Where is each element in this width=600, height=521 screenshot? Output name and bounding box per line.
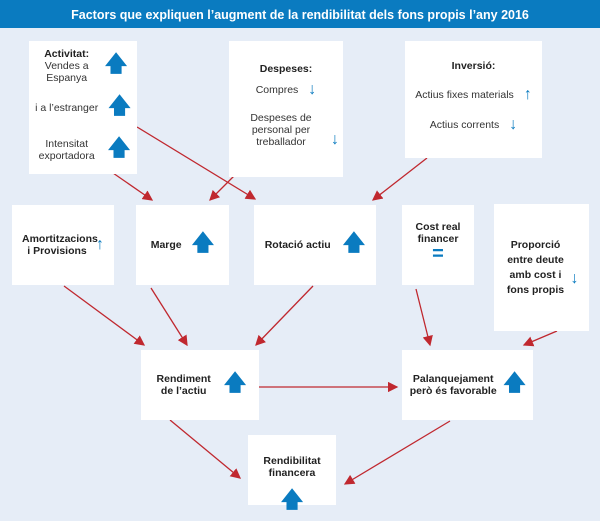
equals-icon: = (432, 243, 444, 265)
diagram-title: Factors que expliquen l’augment de la re… (0, 0, 600, 28)
despeses-heading: Despeses: (259, 63, 313, 75)
box-rendiment: Rendiment de l’actiu 🡅 (141, 350, 259, 420)
arrow-down-icon: ↓ (509, 115, 518, 133)
arrow-up-icon: 🡅 (104, 50, 128, 76)
arrow-down-icon: ↓ (331, 131, 339, 148)
arrow-up-icon: ↑ (96, 236, 104, 253)
box-proporcio: Proporció entre deute amb cost i fons pr… (494, 204, 589, 331)
proporcio-label: Proporció entre deute amb cost i fons pr… (506, 238, 565, 296)
connector-activitat-marge (112, 172, 154, 201)
connector-marge-rendiment (150, 287, 188, 347)
amortitzacions-label: Amortitzacions i Provisions (22, 233, 98, 257)
arrow-up-icon: 🡅 (108, 92, 131, 118)
arrow-up-icon: 🡅 (342, 230, 366, 255)
rotacio-label: Rotació actiu (264, 239, 331, 251)
arrow-up-icon: 🡅 (503, 370, 526, 395)
connector-cost-palanquejament (415, 288, 433, 347)
inversio-item-label: Actius corrents (429, 118, 500, 131)
box-rotacio: Rotació actiu 🡅 (254, 205, 376, 285)
connector-amortitzacions-rendiment (63, 285, 146, 346)
activitat-item-label: i a l’estranger (35, 101, 99, 114)
arrow-down-icon: ↓ (308, 81, 317, 98)
box-marge: Marge 🡅 (136, 205, 229, 285)
inversio-heading: Inversió: (451, 59, 496, 72)
arrow-down-icon: ↓ (570, 269, 579, 287)
cost-real-label: Cost real financer (415, 221, 461, 245)
connectors (63, 126, 558, 485)
connector-rendiment-rendibilitat (169, 419, 242, 479)
connector-rotacio-rendiment (255, 285, 314, 346)
despeses-item-label: Despeses de personal per treballador (250, 112, 312, 148)
connector-activitat-rotacio (136, 126, 257, 200)
connector-inversio-rotacio (371, 157, 428, 201)
despeses-item-label: Compres (255, 84, 299, 96)
activitat-item-label: Intensitat exportadora (38, 137, 95, 162)
inversio-item-label: Actius fixes materials (415, 88, 514, 101)
connector-proporcio-palanquejament (522, 330, 558, 347)
arrow-up-icon: ↑ (523, 85, 532, 103)
activitat-item-label: Vendes a Espanya (44, 59, 89, 84)
arrow-up-icon: 🡅 (191, 230, 215, 255)
box-cost-real: Cost real financer= (402, 205, 474, 285)
palanquejament-label: Palanquejament però és favorable (409, 373, 497, 397)
box-inversio: Inversió: Actius fixes materials ↑ Actius… (405, 41, 542, 158)
rendibilitat-label: Rendibilitat financera (263, 455, 321, 479)
activitat-heading: Activitat: (44, 47, 90, 60)
marge-label: Marge (150, 239, 182, 251)
box-amortitzacions: Amortitzacions i Provisions↑ (12, 205, 114, 285)
arrow-up-icon: 🡅 (107, 134, 131, 160)
box-rendibilitat: Rendibilitat financera🡅 (248, 435, 336, 512)
box-despeses: Despeses: Compres ↓ Despeses de personal … (229, 41, 343, 177)
box-palanquejament: Palanquejament però és favorable🡅 (402, 350, 533, 420)
arrow-up-icon: 🡅 (223, 370, 247, 395)
connector-palanquejament-rendibilitat (343, 420, 451, 485)
box-activitat: Activitat:Vendes a Espanya 🡅 i a l’estran… (29, 41, 137, 174)
rendiment-label: Rendiment de l’actiu (156, 373, 211, 397)
